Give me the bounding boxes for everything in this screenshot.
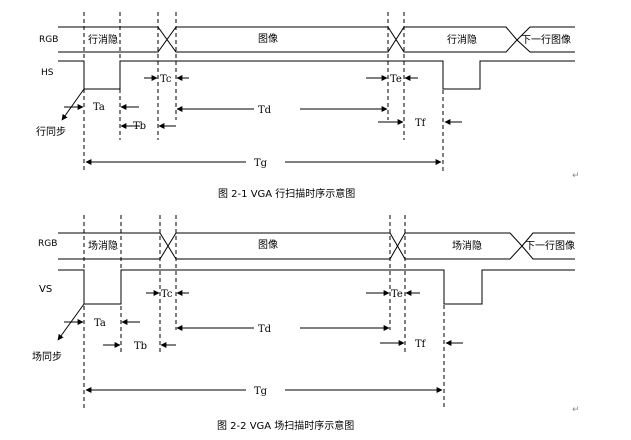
tc-label: Tc bbox=[161, 289, 173, 300]
td-label: Td bbox=[258, 324, 272, 335]
rgb-signal-label: RGB bbox=[38, 239, 57, 249]
paragraph-mark: ↵ bbox=[572, 405, 580, 415]
tg-label: Tg bbox=[254, 386, 268, 397]
tb-label: Tb bbox=[134, 341, 147, 352]
horizontal-timing-diagram: RGB HS 行消隐 图像 行消隐 下一行图像 Ta Tb Tc Td Te T bbox=[36, 12, 580, 200]
vertical-timing-diagram: RGB VS 场消隐 图像 场消隐 下一行图像 Ta Tb Tc Td Te T bbox=[32, 215, 580, 432]
td-label: Td bbox=[258, 105, 272, 116]
figure-caption: 图 2-2 VGA 场扫描时序示意图 bbox=[217, 419, 354, 432]
timing-arrows bbox=[61, 75, 462, 165]
ta-label: Ta bbox=[93, 102, 105, 113]
vsync-signal-trace bbox=[58, 269, 575, 305]
te-label: Te bbox=[390, 74, 402, 85]
timing-guides bbox=[83, 12, 444, 173]
active-video-label: 图像 bbox=[258, 33, 278, 45]
next-line-label: 下一行图像 bbox=[525, 239, 575, 252]
rgb-signal-trace bbox=[58, 26, 575, 53]
rgb-signal-trace bbox=[58, 232, 575, 260]
blank-interval-label: 行消隐 bbox=[88, 33, 118, 46]
sync-pulse-label: 场同步 bbox=[32, 350, 62, 363]
ta-label: Ta bbox=[94, 318, 106, 329]
tf-label: Tf bbox=[415, 339, 427, 350]
hsync-signal-trace bbox=[58, 60, 575, 90]
blank-interval-label-2: 行消隐 bbox=[447, 33, 477, 46]
blank-interval-label-2: 场消隐 bbox=[452, 239, 482, 252]
timing-arrows bbox=[57, 290, 463, 393]
next-line-label: 下一行图像 bbox=[521, 33, 571, 46]
sync-pulse-label: 行同步 bbox=[36, 125, 66, 138]
timing-guides bbox=[83, 215, 445, 408]
blank-interval-label: 场消隐 bbox=[88, 239, 118, 252]
tb-label: Tb bbox=[133, 121, 146, 132]
tc-label: Tc bbox=[160, 74, 172, 85]
tg-label: Tg bbox=[254, 158, 268, 169]
active-video-label: 图像 bbox=[258, 239, 278, 251]
rgb-signal-label: RGB bbox=[39, 35, 58, 45]
paragraph-mark: ↵ bbox=[572, 171, 580, 181]
te-label: Te bbox=[391, 289, 403, 300]
sync-signal-label: VS bbox=[39, 284, 52, 295]
figure-caption: 图 2-1 VGA 行扫描时序示意图 bbox=[218, 187, 355, 200]
tf-label: Tf bbox=[415, 118, 427, 129]
sync-signal-label: HS bbox=[41, 68, 54, 78]
